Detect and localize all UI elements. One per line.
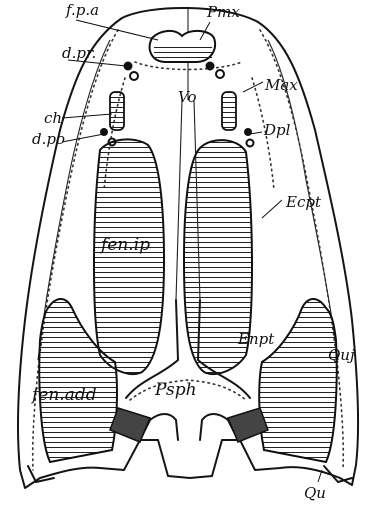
label-fpa: f.p.a <box>65 1 99 19</box>
fenestra-adductoris-right <box>259 299 336 462</box>
label-dpl: Dpl <box>263 121 291 139</box>
quadrate-left <box>28 466 54 482</box>
pterygoid-flange-left <box>110 408 150 442</box>
label-dpr: d.pr. <box>62 44 96 62</box>
leader-ch <box>62 114 112 118</box>
label-fenip: fen.ip <box>99 235 150 255</box>
label-quj: Quj <box>328 346 355 364</box>
leader-fpa <box>76 20 158 40</box>
label-dpo: d.po <box>32 130 65 148</box>
basioccipital <box>140 414 238 440</box>
label-pmx: Pmx <box>206 3 240 21</box>
label-enpt: Enpt <box>237 330 275 348</box>
pit-right-a <box>206 62 215 71</box>
leader-ecpt <box>262 200 282 218</box>
choana-left <box>110 92 124 130</box>
label-vo: Vo <box>178 88 197 106</box>
label-psph: Psph <box>154 380 197 400</box>
choana-right <box>222 92 236 130</box>
label-max: Max <box>264 76 298 94</box>
leader-dpo <box>62 134 104 142</box>
label-ch: ch <box>44 109 62 127</box>
pit-left-b <box>130 72 138 80</box>
pit-right-b <box>216 70 224 78</box>
pit-right-d <box>247 140 254 147</box>
pit-right-c <box>244 128 252 136</box>
label-fenadd: fen.add <box>30 385 97 405</box>
label-ecpt: Ecpt <box>285 193 322 211</box>
label-qu: Qu <box>304 484 326 502</box>
fenestra-praemaxillaris-fill <box>154 44 212 60</box>
fenestra-interpterygoidea-left <box>94 139 164 374</box>
